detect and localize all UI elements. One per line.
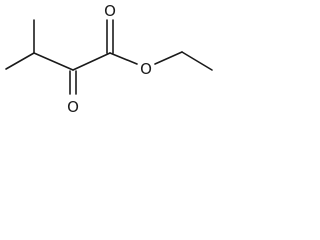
structure-canvas: O O O (0, 0, 216, 118)
skeletal-formula: O O O (5, 2, 213, 116)
bond-ketone-c-ester-c (72, 52, 111, 71)
bond-methyl1-ch (5, 52, 35, 70)
bond-o-ch2 (154, 51, 183, 65)
atom-o-ester: O (140, 60, 152, 78)
atom-o-ketone: O (67, 98, 79, 116)
bond-ester-c-o (109, 52, 138, 65)
bond-ch2-ch3 (181, 51, 213, 71)
atom-o-carbonyl-ester: O (104, 2, 116, 20)
bond-ch-ketone-c (33, 52, 74, 71)
